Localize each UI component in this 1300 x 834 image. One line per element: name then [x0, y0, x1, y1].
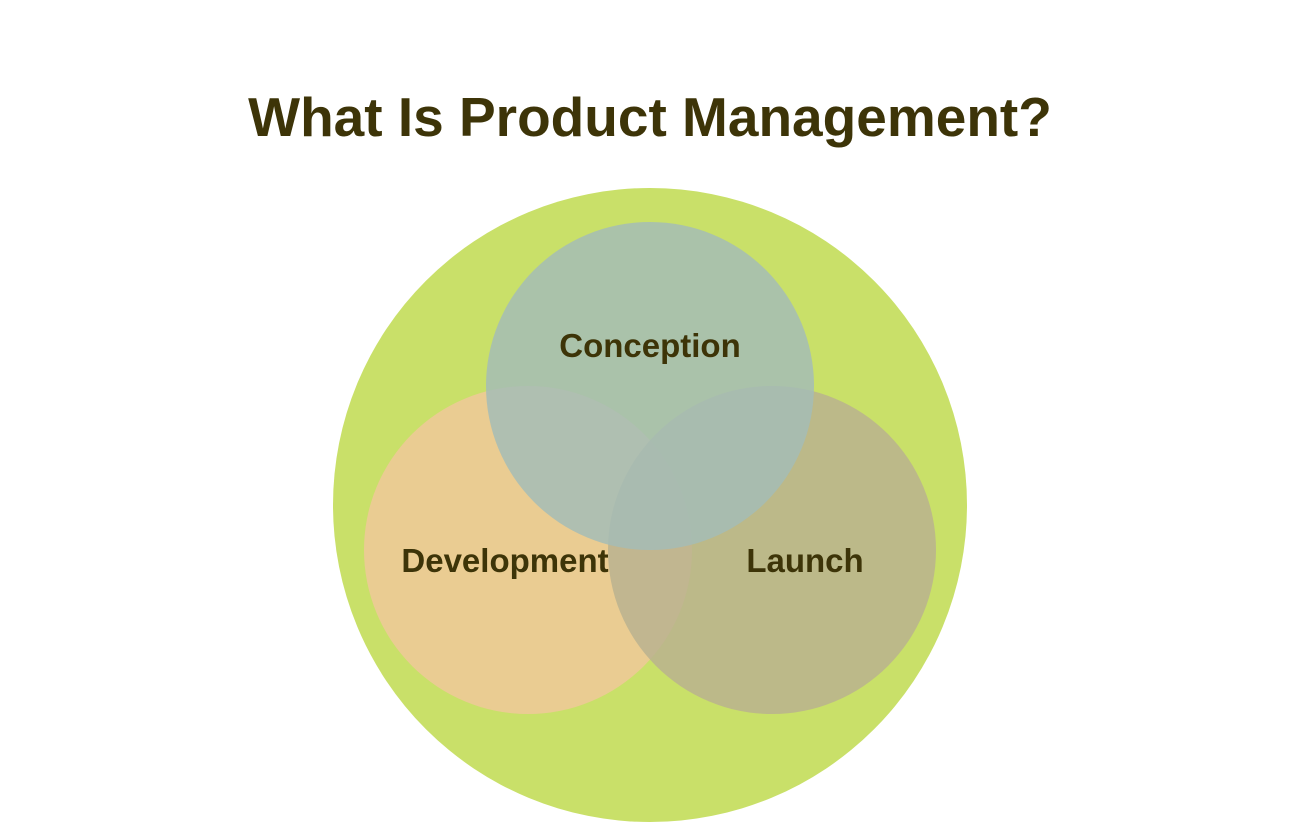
- conception-circle-shape: [486, 222, 814, 550]
- conception-label: Conception: [559, 327, 740, 364]
- page-title: What Is Product Management?: [248, 86, 1052, 148]
- launch-label: Launch: [746, 542, 863, 579]
- development-label: Development: [401, 542, 608, 579]
- circle-conception: [486, 222, 814, 550]
